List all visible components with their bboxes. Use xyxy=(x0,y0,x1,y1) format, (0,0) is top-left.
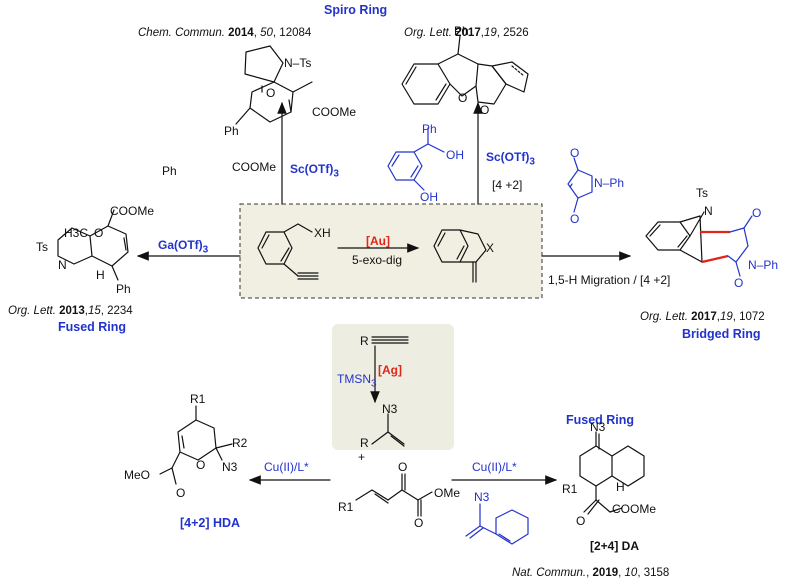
atom-o-spiro: O xyxy=(266,86,276,100)
atom-r1-hda: R1 xyxy=(190,392,206,406)
plus-sign: + xyxy=(358,450,366,464)
atom-o-maleimide-bottom: O xyxy=(570,212,580,226)
atom-x: X xyxy=(486,241,495,255)
intermediate-structure xyxy=(433,229,487,283)
atom-o-bridged-bottom: O xyxy=(734,276,744,290)
atom-o-hda-ring: O xyxy=(196,458,206,472)
atom-ph-fused: Ph xyxy=(116,282,131,296)
atom-h3c-fused: H3C xyxy=(64,226,89,240)
condition-au: [Au] xyxy=(366,234,390,248)
atom-coome-cinnamate: COOMe xyxy=(232,160,277,174)
atom-ts-bridged: Ts xyxy=(696,186,708,200)
maleimide-structure xyxy=(567,157,593,213)
atom-o-isobenzofuran: O xyxy=(480,103,490,117)
spiro-left-structure xyxy=(235,45,313,125)
alkyne-structure xyxy=(371,336,409,344)
atom-n3-diene: N3 xyxy=(474,490,490,504)
enone-structure xyxy=(355,473,433,517)
atom-coome-fused: COOMe xyxy=(110,204,155,218)
atom-ts-fused: Ts xyxy=(36,240,48,254)
atom-n3-da: N3 xyxy=(590,420,606,434)
atom-o-chroman: O xyxy=(458,91,468,105)
atom-o-fused: O xyxy=(94,226,104,240)
atom-n-ts-spiro: N–Ts xyxy=(284,56,312,70)
condition-cu-left: Cu(II)/L* xyxy=(264,460,309,474)
atom-xh: XH xyxy=(314,226,331,240)
ref-org-lett-2017-1072: Org. Lett. 2017,19, 1072 xyxy=(640,311,765,323)
substrate-structure xyxy=(257,223,319,280)
heading-hda: [4+2] HDA xyxy=(180,516,241,530)
condition-sc-right: Sc(OTf)3 xyxy=(486,150,535,168)
bridged-structure xyxy=(645,211,753,277)
atom-ph-benzhydrol: Ph xyxy=(422,122,437,136)
heading-fused-ring-right: Fused Ring xyxy=(566,413,635,427)
azide-generation-panel xyxy=(332,324,454,450)
benzhydrol-reagent-structure xyxy=(387,127,445,191)
atom-o-hda-carbonyl: O xyxy=(176,486,186,500)
atom-r1-enone: R1 xyxy=(338,500,354,514)
atom-n3-hda: N3 xyxy=(222,460,238,474)
atom-n-bridged: N xyxy=(704,204,713,218)
atom-oh-benzhydrol: OH xyxy=(446,148,464,162)
heading-spiro-ring: Spiro Ring xyxy=(324,3,388,17)
condition-ag: [Ag] xyxy=(378,363,402,377)
ref-chem-commun-2014: Chem. Commun. 2014, 50, 12084 xyxy=(138,27,312,39)
ref-nat-commun-2019: Nat. Commun., 2019, 10, 3158 xyxy=(512,567,670,579)
atom-ph-cinnamate: Ph xyxy=(162,164,177,178)
atom-n-ph-maleimide: N–Ph xyxy=(594,176,625,190)
atom-o-da: O xyxy=(576,514,586,528)
atom-n-fused: N xyxy=(58,258,67,272)
ref-org-lett-2017-2526: Org. Lett. 2017,19, 2526 xyxy=(404,27,529,39)
hda-product-structure xyxy=(159,405,233,485)
atom-meo-hda: MeO xyxy=(124,468,151,482)
condition-cu-right: Cu(II)/L* xyxy=(472,460,517,474)
atom-r-alkyne: R xyxy=(360,334,369,348)
condition-four-two: [4 +2] xyxy=(492,178,523,192)
heading-da: [2+4] DA xyxy=(590,539,640,553)
atom-r1-da: R1 xyxy=(562,482,578,496)
condition-migration: 1,5-H Migration / [4 +2] xyxy=(548,273,671,287)
atom-n3-vinyl: N3 xyxy=(382,402,398,416)
spiro-right-structure xyxy=(401,35,529,105)
atom-ph-spiro-right: Ph xyxy=(454,24,469,38)
atom-oh-phenol: OH xyxy=(420,190,438,204)
condition-exo-dig: 5-exo-dig xyxy=(352,253,403,267)
da-product-structure xyxy=(579,431,645,515)
fused-left-structure xyxy=(57,209,129,281)
condition-ga: Ga(OTf)3 xyxy=(158,238,209,256)
ref-org-lett-2013: Org. Lett. 2013,15, 2234 xyxy=(8,305,133,317)
atom-coome-spiro: COOMe xyxy=(312,105,357,119)
diene-azide-structure xyxy=(465,503,529,545)
atom-o-enone-ketone: O xyxy=(398,460,408,474)
center-substrate-panel xyxy=(239,203,543,299)
atom-ph-spiro-left: Ph xyxy=(224,124,239,138)
atom-coome-da: COOMe xyxy=(612,502,657,516)
atom-r2-hda: R2 xyxy=(232,436,248,450)
heading-bridged-ring: Bridged Ring xyxy=(682,327,761,341)
atom-ome-enone: OMe xyxy=(434,486,461,500)
vinyl-azide-structure xyxy=(371,413,405,447)
atom-h-fused: H xyxy=(96,268,105,282)
atom-o-enone-ester: O xyxy=(414,516,424,530)
condition-sc-left: Sc(OTf)3 xyxy=(290,162,339,180)
atom-r-vinyl: R xyxy=(360,436,369,450)
atom-o-bridged-top: O xyxy=(752,206,762,220)
atom-n-ph-bridged: N–Ph xyxy=(748,258,779,272)
atom-h-da: H xyxy=(616,480,625,494)
condition-tmsn3: TMSN3 xyxy=(337,372,377,390)
atom-o-maleimide-top: O xyxy=(570,146,580,160)
heading-fused-ring-left: Fused Ring xyxy=(58,320,127,334)
